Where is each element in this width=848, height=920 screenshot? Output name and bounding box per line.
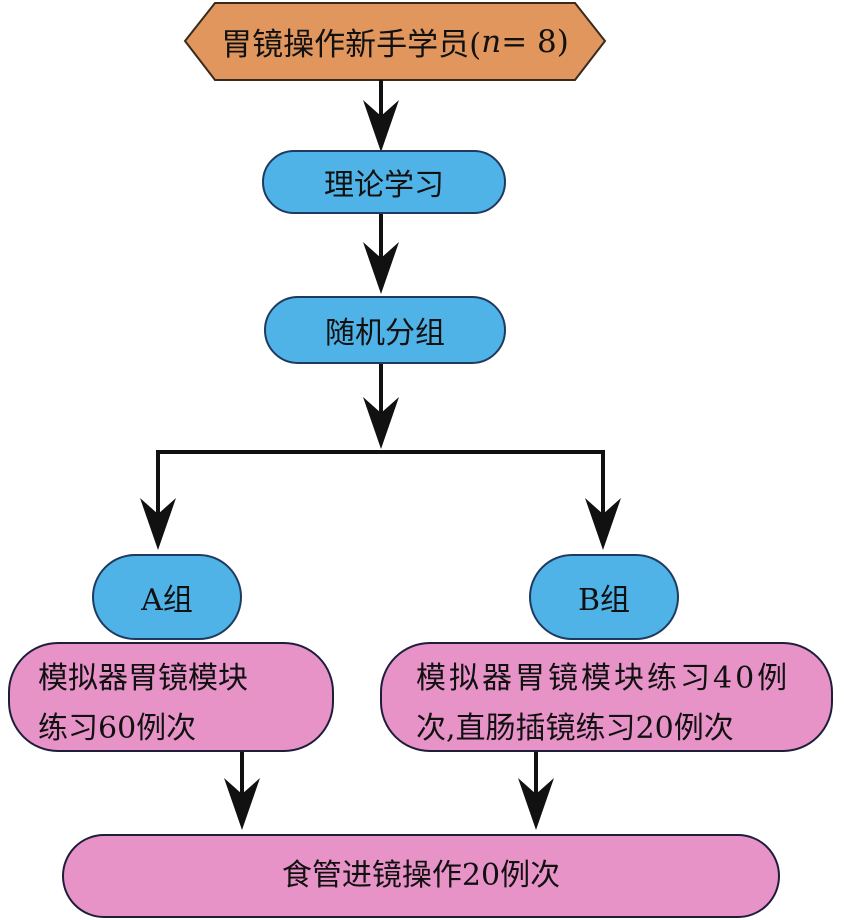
task-b-node: 模拟器胃镜模块练习40例 次,直肠插镜练习20例次 bbox=[380, 642, 833, 752]
group-a-node: A组 bbox=[92, 554, 242, 640]
task-a-line2: 练习60例次 bbox=[38, 711, 197, 746]
edge-branch-group-a bbox=[140, 498, 176, 550]
start-node: 胃镜操作新手学员(n = 8) bbox=[185, 3, 605, 80]
start-label-tail: = 8) bbox=[501, 23, 569, 60]
task-a-line1: 模拟器胃镜模块 bbox=[38, 661, 248, 696]
group-a-label: A组 bbox=[141, 583, 193, 618]
group-b-label: B组 bbox=[577, 583, 631, 618]
edge-task-a-final bbox=[224, 752, 260, 830]
edge-task-b-final bbox=[518, 752, 554, 830]
group-b-node: B组 bbox=[529, 554, 679, 640]
edge-theory-randomize bbox=[363, 213, 399, 294]
edge-randomize-branch bbox=[156, 364, 605, 532]
start-node-shape bbox=[183, 2, 607, 81]
task-b-line1: 模拟器胃镜模块练习40例 bbox=[416, 661, 791, 696]
randomize-label: 随机分组 bbox=[325, 316, 445, 351]
randomize-node: 随机分组 bbox=[264, 296, 506, 364]
edge-branch-group-b bbox=[585, 498, 621, 550]
edge-start-theory bbox=[363, 80, 399, 152]
final-label: 食管进镜操作20例次 bbox=[281, 858, 561, 893]
theory-node: 理论学习 bbox=[262, 150, 506, 214]
start-label-n: n bbox=[481, 23, 502, 60]
task-b-line2: 次,直肠插镜练习20例次 bbox=[416, 711, 734, 746]
theory-label: 理论学习 bbox=[324, 168, 444, 203]
final-node: 食管进镜操作20例次 bbox=[62, 834, 780, 918]
task-a-node: 模拟器胃镜模块 练习60例次 bbox=[8, 642, 334, 752]
start-label-main: 胃镜操作新手学员( bbox=[221, 27, 482, 63]
